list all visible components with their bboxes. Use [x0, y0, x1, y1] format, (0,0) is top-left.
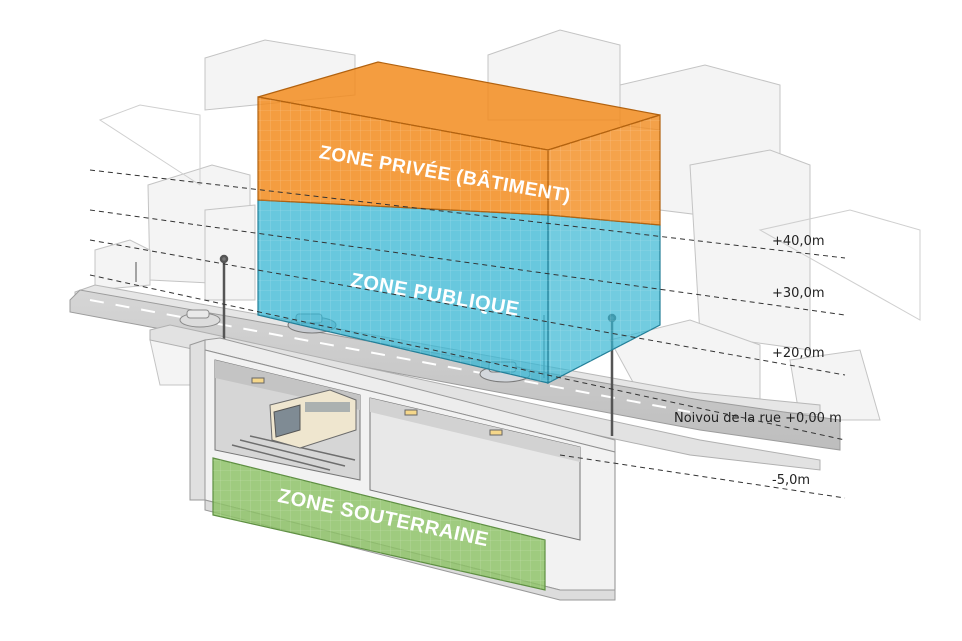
elevation-labels: +40,0m +30,0m +20,0m Noivou de la rue +0…	[674, 234, 842, 488]
bus	[269, 389, 357, 449]
level-label-minus5: -5,0m	[772, 473, 810, 488]
elevation-lines	[89, 169, 846, 499]
level-line-minus5	[559, 454, 846, 499]
level-label-40: +40,0m	[772, 234, 825, 249]
level-line-30	[89, 209, 846, 316]
tunnel-left-wall	[189, 339, 206, 501]
zone-private: ZONE PRIVÉE (BÂTIMENT)	[257, 61, 661, 226]
ceiling-light-1	[251, 377, 265, 384]
underground-structure	[189, 337, 616, 601]
ceiling-light-3	[489, 429, 503, 436]
level-label-30: +30,0m	[772, 286, 825, 301]
level-line-40	[89, 169, 846, 259]
zone-public: ZONE PUBLIQUE	[257, 199, 661, 384]
level-label-20: +20,0m	[772, 346, 825, 361]
background-buildings	[94, 29, 921, 421]
foundation-base	[204, 499, 616, 601]
street-lamp-1	[219, 254, 229, 342]
level-line-0	[89, 274, 846, 441]
ceiling-light-2	[404, 409, 418, 416]
tunnel-chamber-right	[369, 397, 581, 541]
level-label-street: Noivou de la rue +0,00 m	[674, 411, 842, 426]
car-1	[179, 309, 221, 328]
level-line-20	[89, 239, 846, 376]
